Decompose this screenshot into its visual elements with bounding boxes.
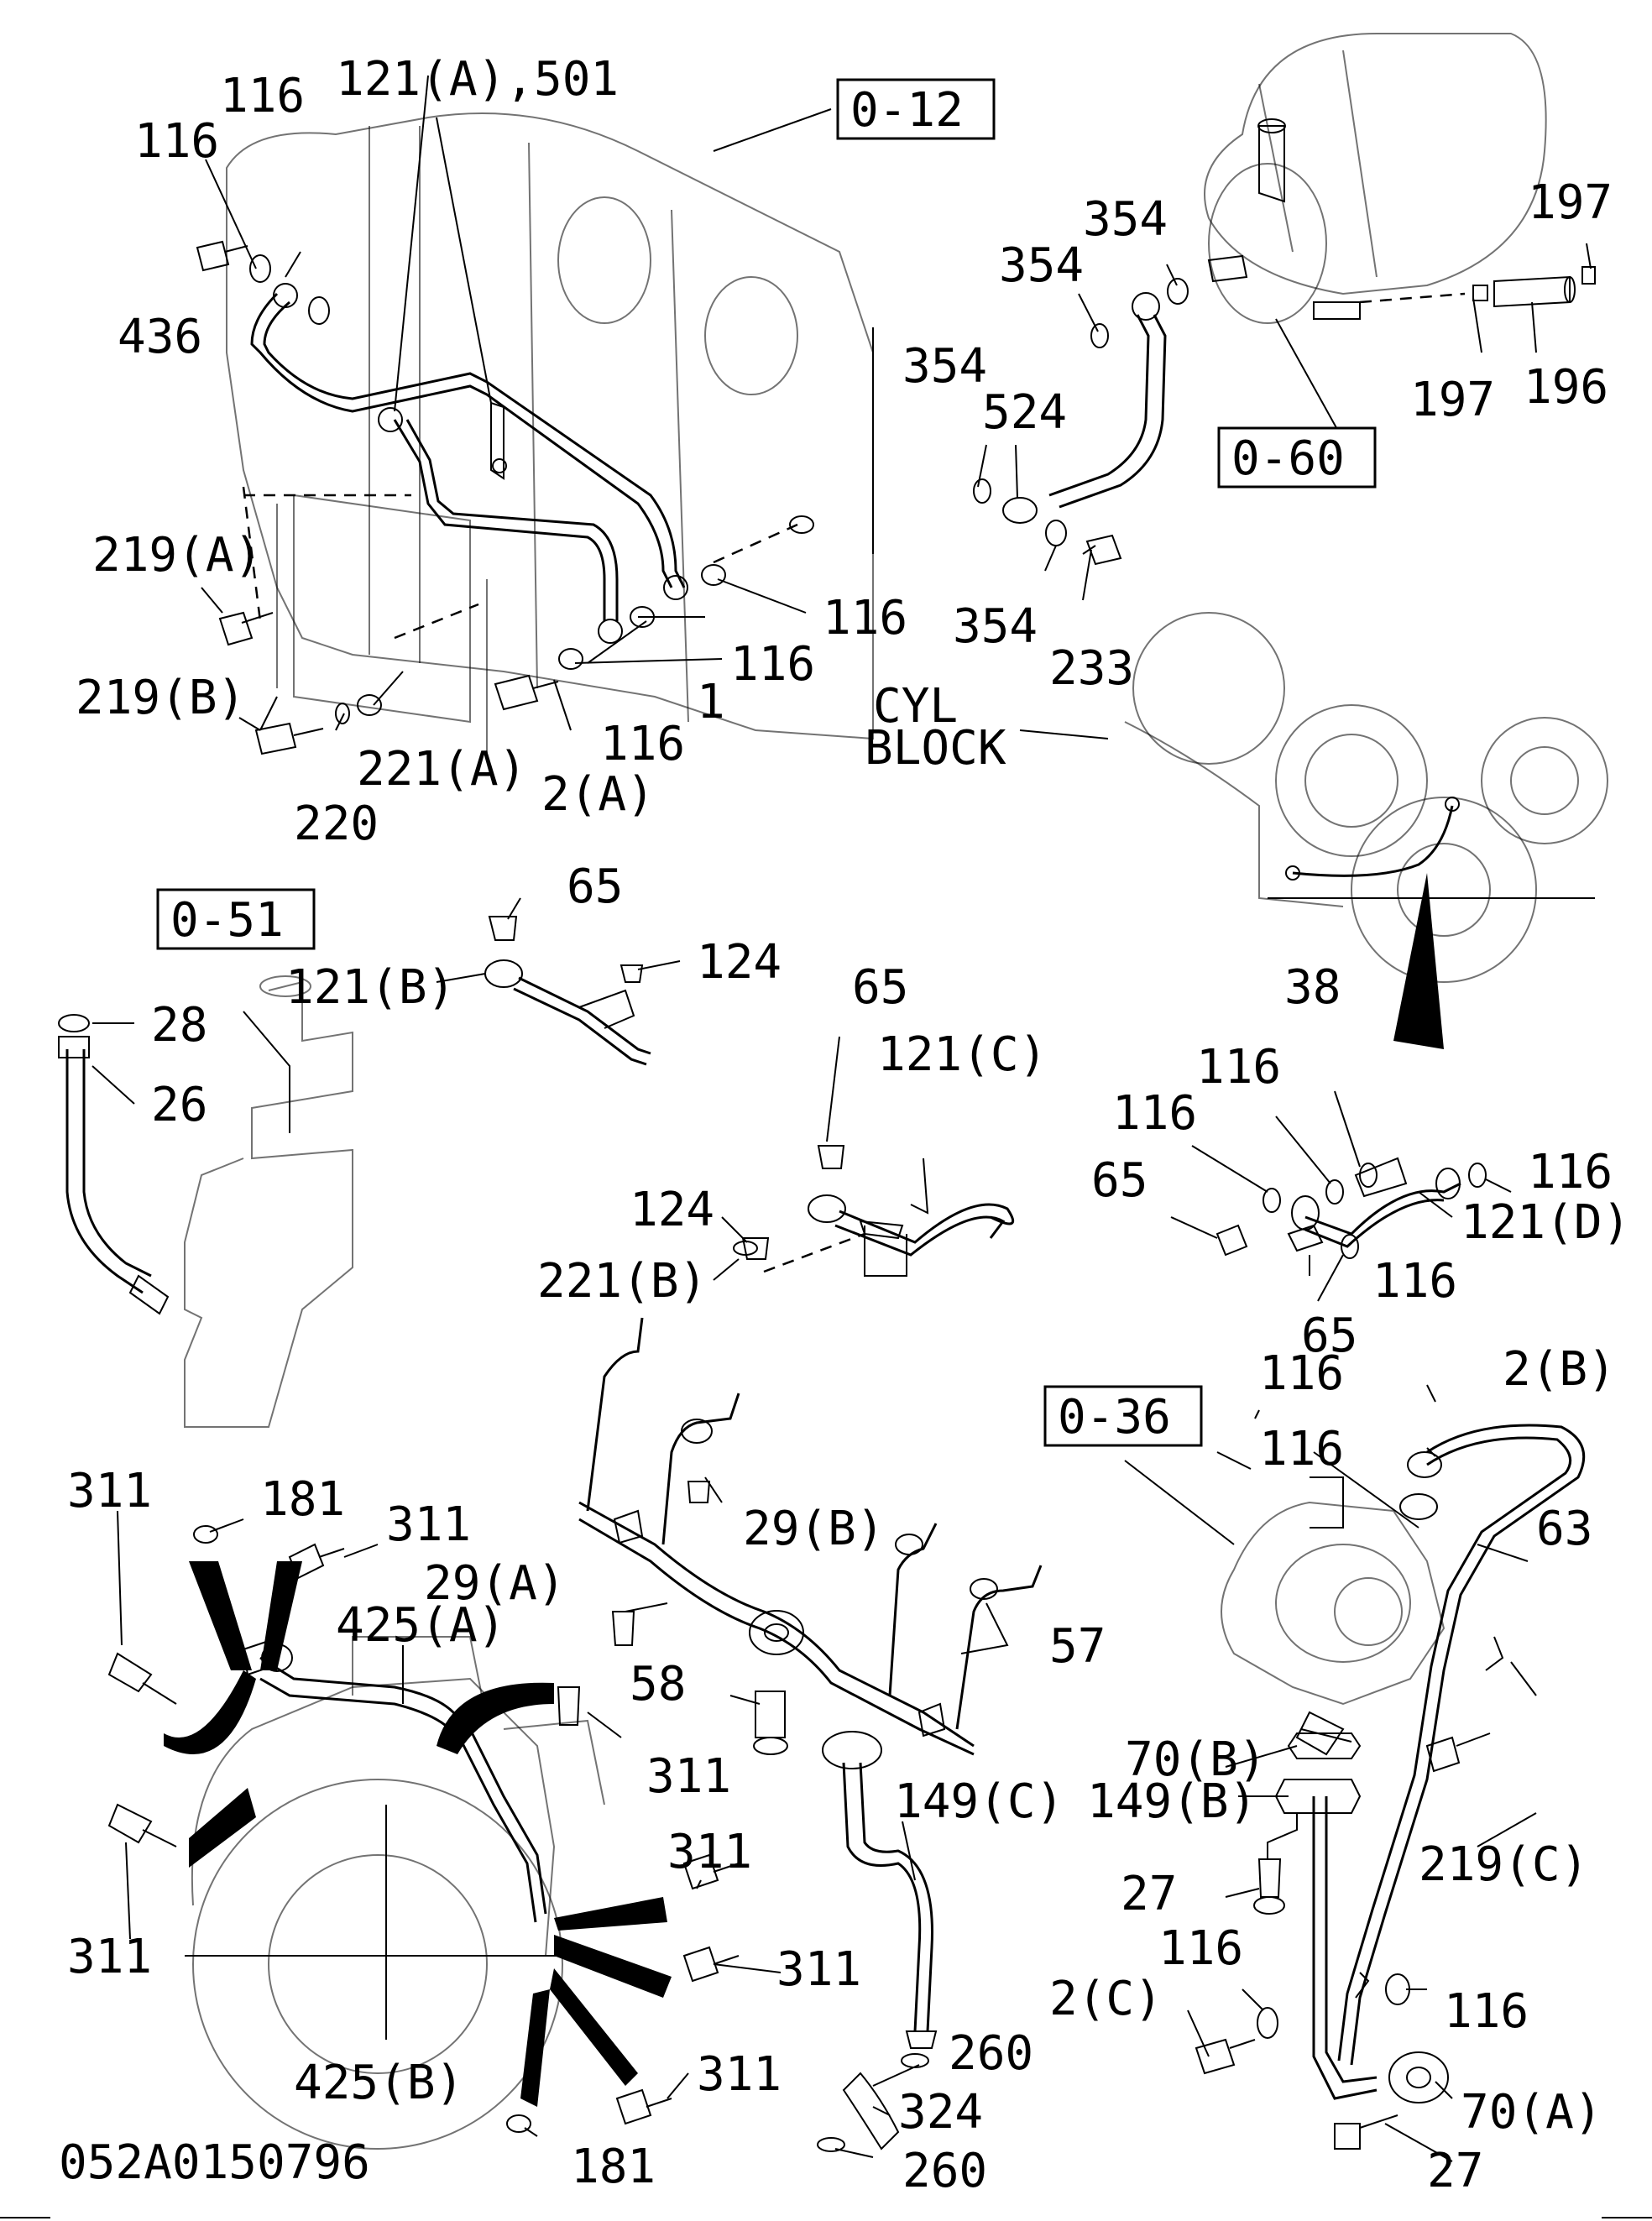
callout: 116 [1112, 1086, 1197, 1141]
callout: 221(A) [357, 742, 526, 797]
callout: 260 [902, 2144, 987, 2198]
callout: 2(B) [1503, 1342, 1616, 1397]
fuel-gallery-pipe [578, 1317, 1043, 1756]
note-cyl: CYL [873, 679, 958, 734]
callout: 354 [902, 339, 987, 394]
callout-labels: 116 116 121(A),501 436 219(A) 219(B) 220… [67, 52, 1630, 2198]
callout: 121(B) [285, 960, 455, 1015]
callout: 116 [1259, 1346, 1344, 1401]
callout: 311 [67, 1930, 152, 1984]
callout: 260 [949, 2026, 1033, 2081]
callout: 116 [1196, 1040, 1281, 1095]
turbocharger-illustration [1195, 1424, 1586, 2150]
cross-ref-0-51[interactable]: 0-51 [156, 888, 316, 950]
callout: 65 [1301, 1309, 1357, 1363]
callout: 116 [1158, 1921, 1243, 1976]
note-block: BLOCK [865, 721, 1006, 776]
flywheel-housing-illustration [107, 1525, 740, 2150]
callout: 311 [697, 2047, 782, 2102]
cross-ref-0-60-label: 0-60 [1231, 431, 1345, 486]
return-pipe-149c [817, 1731, 938, 2152]
callout: 116 [1444, 1984, 1529, 2039]
callout: 124 [630, 1183, 714, 1237]
callout: 58 [630, 1657, 686, 1711]
callout: 65 [1091, 1153, 1148, 1208]
leader-lines [91, 75, 1592, 2162]
callout: 116 [220, 69, 305, 123]
callout: 197 [1528, 175, 1613, 230]
callout: 354 [999, 238, 1084, 293]
callout: 311 [667, 1825, 752, 1879]
callout: 70(A) [1461, 2085, 1602, 2140]
callout: 311 [386, 1497, 471, 1552]
callout: 121(D) [1461, 1195, 1630, 1250]
callout: 221(B) [537, 1254, 707, 1309]
callout: 63 [1536, 1502, 1592, 1556]
cross-ref-0-60[interactable]: 0-60 [1217, 426, 1377, 489]
callout: 116 [823, 591, 907, 645]
callout: 27 [1121, 1867, 1177, 1921]
diagram-code: 052A0150796 [59, 2135, 370, 2190]
callout: 29(A) [424, 1556, 566, 1611]
callout: 354 [1083, 192, 1168, 247]
callout: 219(B) [76, 671, 245, 725]
callout: 1 [697, 675, 725, 729]
callout: 220 [294, 797, 379, 851]
callout: 116 [600, 717, 685, 771]
cross-ref-0-36-label: 0-36 [1058, 1390, 1171, 1445]
callout: 436 [118, 310, 202, 364]
fuel-leak-off-pipes [196, 240, 814, 755]
callout: 197 [1410, 373, 1495, 427]
callout: 311 [646, 1749, 731, 1804]
callout: 425(B) [294, 2056, 463, 2110]
callout: 27 [1427, 2144, 1483, 2198]
callout: 124 [697, 935, 782, 990]
fuel-pump-side-illustration [58, 975, 353, 1428]
callout: 26 [151, 1078, 207, 1132]
callout: 116 [134, 114, 219, 169]
callout: 116 [1372, 1254, 1457, 1309]
callout: 28 [151, 998, 207, 1053]
cross-ref-0-36[interactable]: 0-36 [1043, 1385, 1203, 1447]
cross-ref-0-12-label: 0-12 [850, 83, 964, 138]
callout: 181 [571, 2140, 656, 2194]
cyl-block-detail [1124, 612, 1608, 1049]
callout: 2(A) [541, 767, 655, 822]
callout: 219(A) [92, 528, 262, 583]
callout: 121(C) [877, 1027, 1047, 1082]
injection-pump-illustration [1204, 33, 1596, 324]
callout: 149(B) [1087, 1774, 1257, 1829]
callout: 196 [1524, 360, 1608, 415]
callout: 425(A) [336, 1598, 505, 1653]
callout: 116 [1528, 1145, 1613, 1199]
cross-ref-0-12[interactable]: 0-12 [836, 78, 996, 140]
callout: 65 [567, 860, 623, 914]
callout: 2(C) [1049, 1972, 1163, 2026]
callout: 354 [953, 599, 1038, 654]
callout: 65 [852, 960, 908, 1015]
callout: 116 [730, 637, 815, 692]
callout: 311 [67, 1464, 152, 1518]
callout: 29(B) [743, 1502, 885, 1556]
callout: 311 [776, 1942, 861, 1997]
callout: 70(B) [1125, 1732, 1267, 1787]
callout: 121(A),501 [336, 52, 619, 107]
callout: 57 [1049, 1619, 1106, 1674]
cylinder-block-illustration [226, 112, 874, 755]
callout: 149(C) [894, 1774, 1064, 1829]
fuel-feed-hose [973, 278, 1189, 566]
callout: 116 [1259, 1422, 1344, 1476]
callout: 524 [982, 385, 1067, 440]
cross-ref-0-51-label: 0-51 [170, 893, 284, 948]
callout: 233 [1049, 641, 1134, 696]
callout: 219(C) [1419, 1837, 1588, 1892]
callout: 38 [1284, 960, 1341, 1015]
callout: 181 [260, 1472, 345, 1527]
callout: 324 [898, 2085, 983, 2140]
